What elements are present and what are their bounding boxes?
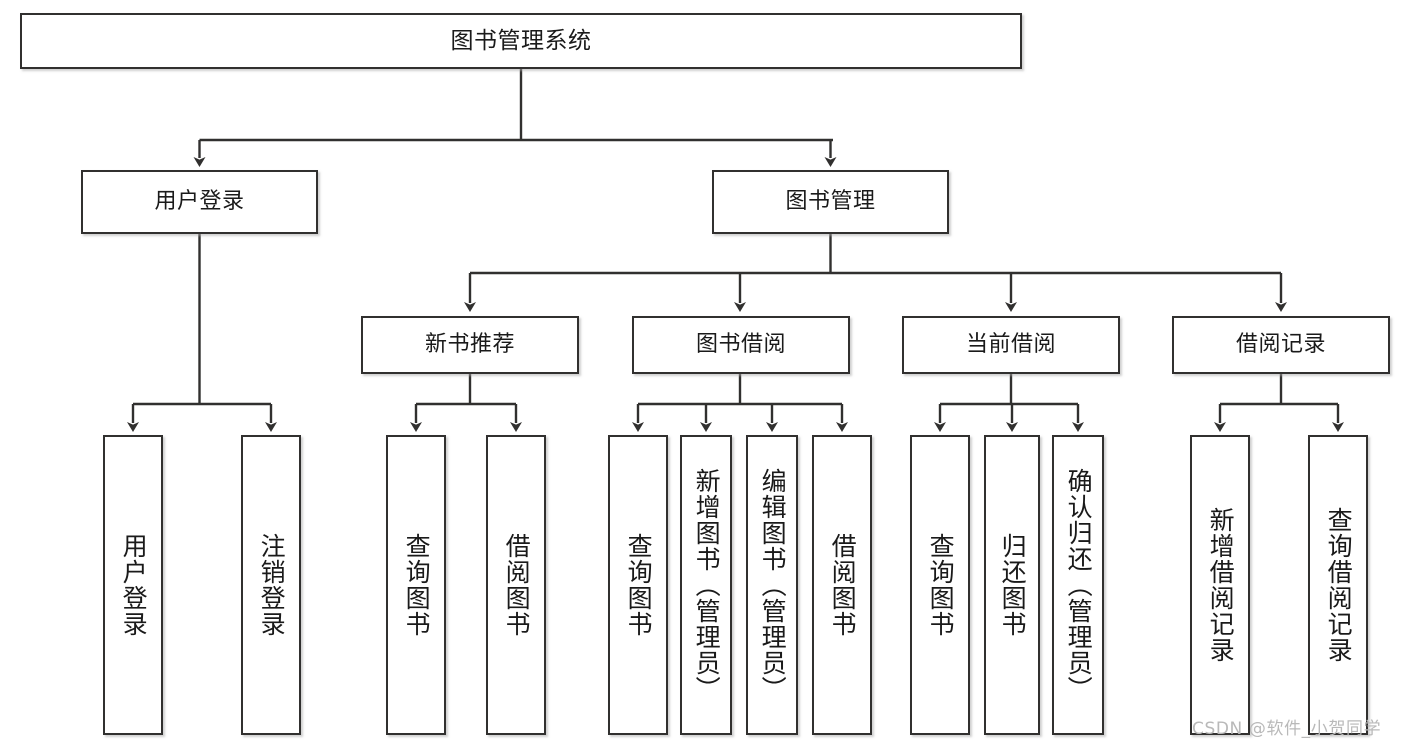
- node-leaf-borrow-book-1[interactable]: 借阅图书: [486, 435, 546, 735]
- node-leaf-add-book-label: 新增图书（管理员）: [692, 468, 722, 702]
- node-current-borrow-label: 当前借阅: [965, 331, 1056, 357]
- node-leaf-add-book[interactable]: 新增图书（管理员）: [680, 435, 732, 735]
- node-leaf-query-book-2-label: 查询图书: [624, 533, 654, 637]
- node-new-book-recommend-label: 新书推荐: [424, 331, 515, 357]
- node-leaf-borrow-book-2-label: 借阅图书: [828, 533, 858, 637]
- node-book-manage-label: 图书管理: [785, 188, 876, 214]
- edges-userlogin-to-leaves: [127, 234, 277, 432]
- node-leaf-query-borrow-record-label: 查询借阅记录: [1324, 507, 1354, 663]
- node-current-borrow[interactable]: 当前借阅: [902, 316, 1120, 374]
- node-leaf-query-book-1-label: 查询图书: [402, 533, 432, 637]
- node-leaf-query-book-3-label: 查询图书: [926, 533, 956, 637]
- node-borrow-record[interactable]: 借阅记录: [1172, 316, 1390, 374]
- node-leaf-return-book[interactable]: 归还图书: [984, 435, 1040, 735]
- node-root-label: 图书管理系统: [450, 27, 592, 54]
- node-book-borrow[interactable]: 图书借阅: [632, 316, 850, 374]
- edges-bookmanage-to-level3: [464, 234, 1287, 312]
- node-borrow-record-label: 借阅记录: [1235, 331, 1326, 357]
- edges-currentborrow-to-leaves: [934, 374, 1084, 432]
- edges-root-to-level2: [193, 69, 837, 167]
- edges-bookborrow-to-leaves: [632, 374, 848, 432]
- node-leaf-query-book-2[interactable]: 查询图书: [608, 435, 668, 735]
- node-leaf-query-book-3[interactable]: 查询图书: [910, 435, 970, 735]
- node-leaf-logout-login[interactable]: 注销登录: [241, 435, 301, 735]
- edges-borrowrecord-to-leaves: [1214, 374, 1344, 432]
- node-leaf-add-borrow-record-label: 新增借阅记录: [1206, 507, 1236, 663]
- node-root[interactable]: 图书管理系统: [20, 13, 1022, 69]
- node-leaf-borrow-book-2[interactable]: 借阅图书: [812, 435, 872, 735]
- edges-newbook-to-leaves: [410, 374, 522, 432]
- node-leaf-confirm-return-label: 确认归还（管理员）: [1064, 468, 1094, 702]
- node-book-manage[interactable]: 图书管理: [712, 170, 949, 234]
- node-leaf-add-borrow-record[interactable]: 新增借阅记录: [1190, 435, 1250, 735]
- watermark-text: CSDN @软件_小贺同学: [1192, 719, 1382, 739]
- node-leaf-confirm-return[interactable]: 确认归还（管理员）: [1052, 435, 1104, 735]
- node-leaf-user-login-label: 用户登录: [119, 533, 149, 637]
- node-leaf-query-borrow-record[interactable]: 查询借阅记录: [1308, 435, 1368, 735]
- node-leaf-return-book-label: 归还图书: [998, 533, 1028, 637]
- node-user-login[interactable]: 用户登录: [81, 170, 318, 234]
- node-user-login-label: 用户登录: [154, 188, 245, 214]
- node-leaf-user-login[interactable]: 用户登录: [103, 435, 163, 735]
- node-leaf-edit-book-label: 编辑图书（管理员）: [758, 468, 788, 702]
- node-leaf-edit-book[interactable]: 编辑图书（管理员）: [746, 435, 798, 735]
- node-leaf-logout-login-label: 注销登录: [257, 533, 287, 637]
- node-leaf-borrow-book-1-label: 借阅图书: [502, 533, 532, 637]
- node-leaf-query-book-1[interactable]: 查询图书: [386, 435, 446, 735]
- node-book-borrow-label: 图书借阅: [695, 331, 786, 357]
- node-new-book-recommend[interactable]: 新书推荐: [361, 316, 579, 374]
